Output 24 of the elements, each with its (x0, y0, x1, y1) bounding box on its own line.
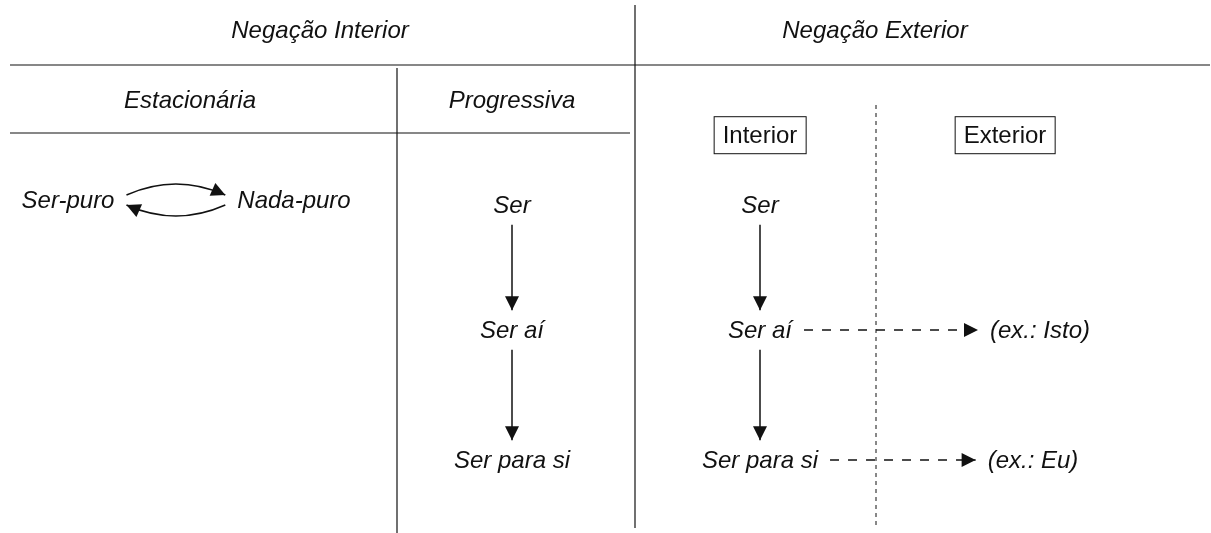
subcolumn-heading: Progressiva (448, 86, 576, 114)
concept-label: (ex.: Isto) (990, 316, 1090, 344)
column-box: Interior (713, 116, 807, 154)
column-heading: Negação Interior (231, 16, 409, 44)
concept-label: (ex.: Eu) (987, 446, 1079, 474)
arrow (505, 349, 519, 441)
subcolumn-heading: Estacionária (123, 86, 257, 114)
concept-label: Ser para si (453, 446, 571, 474)
concept-label: Ser para si (701, 446, 819, 474)
column-heading: Negação Exterior (782, 16, 968, 44)
column-box: Exterior (954, 116, 1056, 154)
concept-label: Ser-puro (21, 186, 115, 214)
curved-arrow (125, 183, 227, 197)
concept-label: Nada-puro (237, 186, 351, 214)
concept-label: Ser aí (480, 316, 544, 344)
arrow (505, 224, 519, 311)
arrow (753, 224, 767, 311)
arrow (753, 349, 767, 441)
concept-label: Ser aí (728, 316, 792, 344)
dashed-arrow (829, 453, 977, 467)
concept-label: Ser (741, 191, 779, 219)
dashed-arrow (803, 323, 979, 337)
concept-label: Ser (493, 191, 531, 219)
curved-arrow (125, 203, 227, 217)
